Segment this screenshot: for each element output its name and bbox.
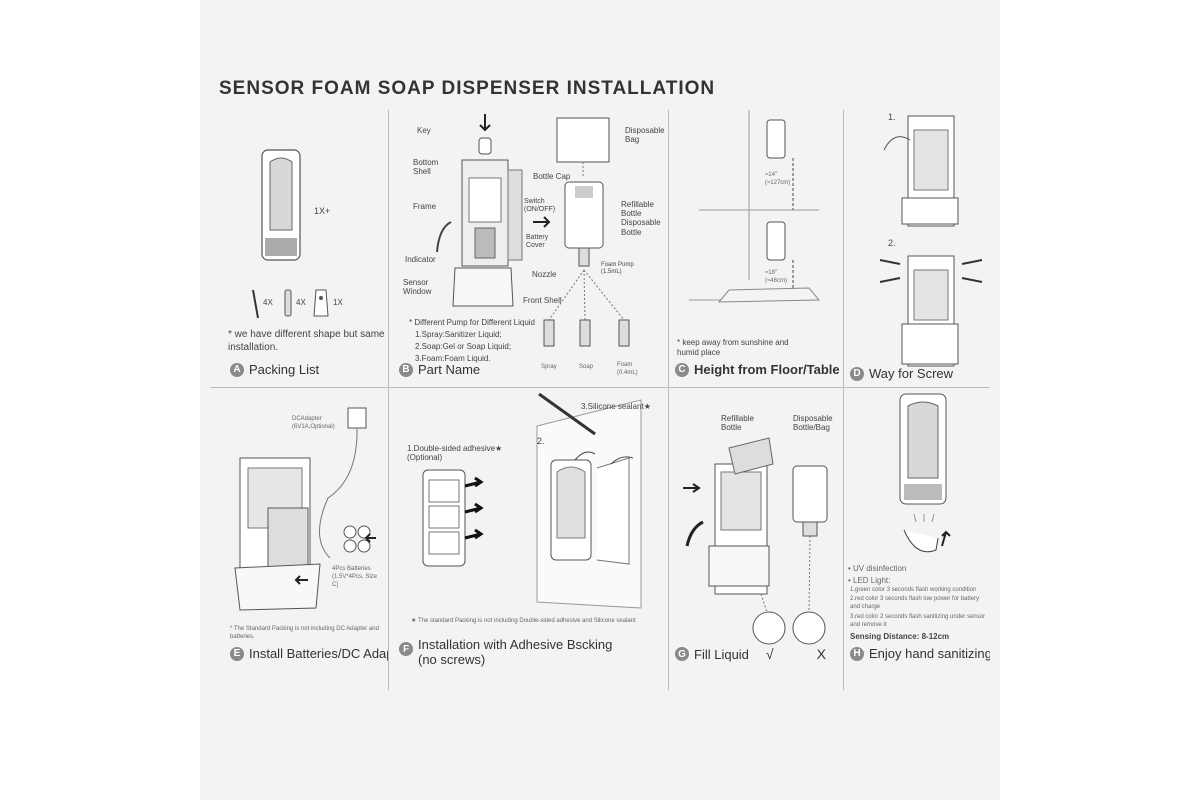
pump-note-foam: 3.Foam:Foam Liquid. [415, 354, 491, 363]
label-refillable-bottle: Refillable Bottle Disposable Bottle [621, 200, 661, 237]
step-2-label: 2. [537, 436, 545, 446]
letter-badge: D [850, 366, 864, 381]
divider [843, 110, 844, 690]
sanitizing-drawing [899, 393, 951, 553]
adhesive-drawing [422, 392, 642, 609]
label-bottom-shell: Bottom Shell [413, 158, 439, 177]
letter-badge: C [675, 362, 689, 377]
pump-note-heading: * Different Pump for Different Liquid [409, 318, 535, 327]
parts-drawing [436, 114, 630, 347]
letter-badge: E [230, 646, 244, 661]
caption-batteries: E Install Batteries/DC Adapter [230, 646, 388, 661]
dispenser-quantity: 1X+ [314, 206, 331, 216]
label-disposable-bag: Disposable Bag [625, 126, 665, 145]
caption-adhesive: F Installation with Adhesive Bscking (no… [399, 637, 613, 668]
caption-sanitizing: H Enjoy hand sanitizing [850, 646, 990, 661]
page-title: SENSOR FOAM SOAP DISPENSER INSTALLATION [219, 78, 716, 99]
label-spray: Spray [541, 364, 557, 370]
letter-badge: B [399, 362, 413, 377]
dimension-bottom: ≈18" (≈46cm) [765, 270, 787, 284]
battery-drawing [234, 407, 376, 611]
height-drawing [689, 110, 821, 303]
caption-text: Fill Liquid [694, 646, 749, 662]
key-quantity: 1X [333, 298, 343, 307]
label-soap: Soap [579, 364, 594, 370]
sensing-distance: Sensing Distance: 8-12cm [850, 632, 950, 641]
letter-badge: H [850, 646, 864, 661]
label-key: Key [417, 126, 431, 135]
label-foam-pump: Foam Pump (1.5mL) [601, 262, 634, 275]
label-front-shell: Front Shell [523, 296, 562, 305]
panel-packing-list: 1X+ 4X 4X 1X * we have different shape b… [210, 110, 388, 387]
dc-adapter-label: DCAdapter (6V1A,Optional) [292, 416, 335, 430]
led-line-2: 2.red color 3 seconds flash low power fo… [850, 596, 980, 610]
label-battery-cover: Battery Cover [526, 234, 549, 250]
caption-text-block: Installation with Adhesive Bscking (no s… [418, 637, 613, 668]
panel-height: ≈14" (≈127cm) ≈18" (≈46cm) * keep away f… [669, 110, 843, 387]
placement-note: * keep away from sunshine and humid plac… [677, 338, 789, 357]
disposable-label: Disposable Bottle/Bag [793, 414, 833, 433]
led-label: • LED Light: [848, 576, 891, 585]
step-1-label: 1. [888, 112, 896, 122]
letter-badge: G [675, 647, 689, 661]
label-nozzle: Nozzle [532, 270, 557, 279]
caption-packing-list: A Packing List [230, 362, 319, 377]
step-3-label: 3.Silicone sealant★ [581, 402, 651, 411]
caption-text: Installation with Adhesive Bscking [418, 637, 613, 652]
caption-height: C Height from Floor/Table [675, 362, 840, 377]
caption-subtext: (no screws) [418, 651, 486, 667]
divider [388, 110, 389, 690]
caption-text: Part Name [418, 362, 481, 377]
caption-text: Packing List [249, 362, 320, 377]
screw-drawing [879, 115, 983, 367]
label-frame: Frame [413, 202, 437, 211]
pump-note-soap: 2.Soap:Gel or Soap Liquid; [415, 342, 512, 351]
letter-badge: F [399, 642, 413, 656]
caption-text: Height from Floor/Table [694, 362, 840, 377]
label-foam: Foam (0.4mL) [617, 362, 638, 376]
instruction-sheet: SENSOR FOAM SOAP DISPENSER INSTALLATION … [200, 0, 1000, 800]
screws-quantity: 4X [263, 298, 273, 307]
caption-screw: D Way for Screw [850, 366, 953, 381]
adhesive-note: ★ The standard Packing is not including … [411, 618, 636, 624]
panel-batteries: DCAdapter (6V1A,Optional) 4Pcs Batteries… [210, 388, 388, 678]
panel-fill: Refillable Bottle Disposable Bottle/Bag … [669, 388, 843, 678]
label-sensor-window: Sensor Window [403, 278, 432, 297]
step-2-label: 2. [888, 238, 896, 248]
battery-note: * The Standard Packing is not including … [230, 626, 379, 640]
panel-adhesive: 1.Double-sided adhesive★ (Optional) 2. 3… [389, 388, 668, 678]
shape-note: * we have different shape but same insta… [228, 329, 385, 353]
dispenser-drawing [252, 149, 329, 319]
caption-text: Install Batteries/DC Adapter [249, 646, 388, 661]
divider [210, 387, 990, 388]
dimension-top: ≈14" (≈127cm) [765, 172, 791, 186]
led-line-3: 3.red color 2 seconds flash sanitizing u… [850, 614, 986, 628]
caption-fill: G Fill Liquid √ X [675, 646, 826, 662]
panel-screw: 1. 2. D Way for Screw [844, 110, 990, 387]
label-bottle-cap: Bottle Cap [533, 172, 571, 181]
check-mark: √ [765, 646, 774, 662]
caption-text: Enjoy hand sanitizing [869, 646, 990, 661]
cross-mark: X [816, 646, 826, 662]
letter-badge: A [230, 362, 244, 377]
panel-sanitizing: • UV disinfection • LED Light: 1.green c… [844, 388, 990, 678]
divider [668, 110, 669, 690]
led-line-1: 1.green color 3 seconds flash working co… [850, 587, 977, 593]
panel-part-name: Key Bottom Shell Frame Indicator Sensor … [389, 110, 668, 387]
label-switch: Switch (ON/OFF) [524, 198, 556, 214]
fill-drawing [683, 437, 828, 645]
battery-label: 4Pcs Batteries (1.5V*4Pcs, Size C) [332, 566, 378, 588]
pump-note-spray: 1.Spray:Sanitizer Liquid; [415, 330, 502, 339]
caption-text: Way for Screw [869, 366, 954, 381]
label-indicator: Indicator [405, 255, 436, 264]
refillable-label: Refillable Bottle [721, 414, 754, 433]
anchors-quantity: 4X [296, 298, 306, 307]
step-1-label: 1.Double-sided adhesive★ (Optional) [407, 444, 503, 463]
uv-label: • UV disinfection [848, 564, 907, 573]
caption-part-name: B Part Name [399, 362, 480, 377]
